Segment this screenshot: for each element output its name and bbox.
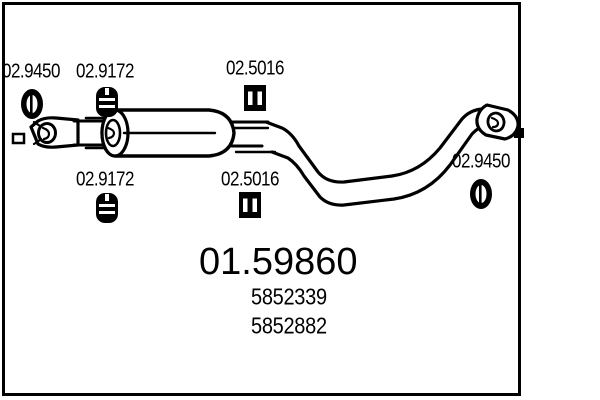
component-label-clamp-lower-left: 02.9172: [76, 168, 134, 191]
oval-gasket-ring-icon-left: [21, 89, 43, 119]
rounded-clamp-icon-upper-left: [96, 87, 118, 117]
component-label-clamp-upper-left: 02.9172: [76, 60, 134, 83]
outlet-flange-eye-detail: [490, 116, 500, 129]
alt-part-number-1: 5852339: [251, 285, 327, 311]
tailpipe-lower-edge: [270, 123, 502, 207]
inlet-flange-eye: [37, 122, 57, 144]
rounded-clamp-icon-lower-left: [96, 193, 118, 223]
right-edge-marker: [514, 128, 524, 138]
inlet-pipe: [72, 119, 106, 147]
square-bracket-clamp-icon-upper: [244, 85, 266, 111]
alt-part-number-2: 5852882: [251, 314, 327, 340]
muffler-left-endcap-core: [106, 126, 116, 140]
left-edge-marker: [11, 132, 26, 145]
oval-gasket-ring-icon-right: [470, 179, 492, 209]
inlet-flange-lip: [32, 120, 42, 146]
component-label-gasket-right: 02.9450: [452, 150, 510, 173]
diagram-frame-border: [2, 2, 521, 396]
square-bracket-clamp-icon-lower: [239, 192, 261, 218]
component-label-clamp-upper-mid: 02.5016: [226, 57, 284, 80]
component-label-gasket-left: 02.9450: [2, 60, 60, 83]
inlet-flange-eye-detail: [41, 126, 51, 141]
main-part-number: 01.59860: [199, 241, 358, 283]
component-label-clamp-lower-mid: 02.5016: [221, 168, 279, 191]
tailpipe-upper-edge: [264, 107, 496, 184]
